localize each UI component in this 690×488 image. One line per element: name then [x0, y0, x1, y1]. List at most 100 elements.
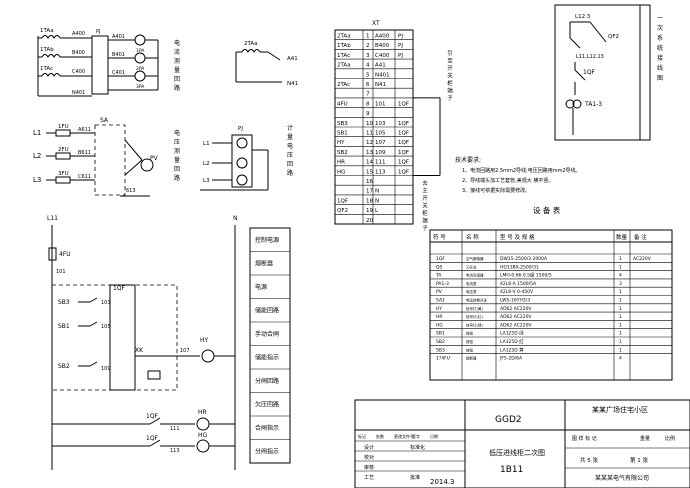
breaker-label: TA1-3	[584, 101, 602, 108]
wire	[267, 51, 281, 61]
notes-title: 技术要求:	[455, 156, 481, 164]
xt-cell: 2TAc	[337, 82, 350, 88]
pin-label: 2PA	[136, 66, 145, 72]
eq-cell: LA125D 黄	[500, 346, 524, 353]
eq-cell: 4	[619, 273, 622, 279]
eq-header: 符 号	[433, 233, 446, 241]
eq-cell: AD62 AC220V	[500, 314, 532, 320]
sb-label: SB2	[58, 363, 70, 370]
xt-cell: 1QF	[398, 121, 409, 127]
fuse-icon	[55, 176, 71, 184]
eq-cell: 按钮	[466, 339, 474, 344]
qf-box	[51, 284, 178, 391]
wire-label: C400	[72, 69, 85, 75]
wire-label: B611	[78, 150, 91, 156]
eq-cell: 3	[619, 281, 622, 287]
qf-contact-label: 1QF	[146, 435, 159, 442]
meter-pj-label: PJ	[238, 126, 243, 132]
notes-line: 2、导线端头加工艺套管,美观大 横平竖。	[462, 177, 553, 184]
breaker-frame	[554, 4, 651, 141]
fuse-icon	[55, 152, 71, 160]
eq-cell: 按钮	[466, 331, 474, 336]
node-label: 107	[180, 348, 190, 354]
ammeter-icon	[134, 34, 146, 46]
eq-cell: 电流互感器	[466, 273, 484, 278]
sign-header: 处数	[376, 433, 384, 439]
function-label: 合闸指示	[255, 424, 279, 432]
xt-cell: PJ	[398, 43, 403, 49]
notes-line: 3、接线可依据实际需要修改。	[462, 187, 530, 194]
wire	[124, 139, 143, 161]
ct-label: 1TAc	[40, 66, 53, 72]
lamp-hy-icon	[201, 349, 215, 363]
xt-cell: 1TAc	[337, 53, 350, 59]
xt-cell: 1QF	[398, 140, 409, 146]
xt-cell: 1QF	[398, 160, 409, 166]
xt-cell: 13	[366, 150, 373, 156]
xt-cell: L	[375, 208, 379, 214]
drawing-no: 1B11	[500, 465, 523, 475]
project-name: 某某广场住宅小区	[592, 405, 648, 414]
wire	[574, 69, 586, 81]
xt-cell: HG	[337, 169, 345, 175]
pin-label: 3PA	[136, 84, 145, 90]
eq-cell: 电压转换开关	[466, 298, 487, 303]
voltmeter-icon	[140, 158, 154, 172]
meter-line-label: L3	[203, 178, 210, 184]
ct-vertical-title: 电流测量回路	[174, 39, 180, 92]
xt-cell: HR	[337, 160, 345, 166]
eq-cell: 空气断路器	[466, 256, 484, 261]
breaker-label: L11,L12.13	[576, 54, 604, 60]
meter-vertical-title: 计量电压回路	[287, 124, 293, 177]
sa-label: SA	[100, 117, 109, 124]
xt-cell: A400	[375, 34, 390, 40]
eq-cell: 1?4FU	[436, 356, 450, 362]
eq-cell: 信号灯(黄)	[466, 306, 483, 311]
wire-label: A611	[78, 127, 91, 133]
equipment-table	[429, 229, 673, 381]
eq-cell: PV	[436, 289, 443, 295]
eq-cell: HD13BX-2500/31	[500, 264, 539, 270]
eq-header: 名 称	[466, 233, 479, 241]
eq-header: 型 号 及 规 格	[500, 233, 535, 241]
breaker-label: QF2	[608, 34, 619, 40]
scale-label: 比例	[665, 435, 675, 442]
terminal-block	[91, 35, 109, 95]
function-label: 电源	[255, 283, 267, 291]
xt-cell: 1QF	[398, 150, 409, 156]
fuse-label: 1FU	[58, 124, 69, 130]
wire-label: A401	[112, 34, 125, 40]
qf-label: 1QF	[113, 285, 126, 292]
xk-label: XK	[135, 347, 144, 354]
function-label: 储能回路	[255, 307, 279, 315]
eq-cell: 4	[619, 356, 622, 362]
eq-cell: AD62 AC220V	[500, 322, 532, 328]
xt-cell: 1QF	[337, 198, 348, 204]
role-label: 工艺	[364, 475, 374, 481]
wire	[149, 417, 161, 425]
voltage-vertical-title: 电压测量回路	[174, 129, 180, 182]
eq-cell: LA125D 绿	[500, 330, 524, 337]
xt-cell: SB1	[337, 131, 348, 137]
wire	[149, 439, 161, 447]
xt-cell: 109	[375, 150, 386, 156]
ammeter-icon	[134, 52, 146, 64]
eq-cell: 1	[619, 347, 622, 353]
sign-header: 签字	[412, 433, 420, 439]
meter-line-label: L2	[203, 161, 210, 167]
xt-cell: 4	[366, 63, 370, 69]
wire	[569, 37, 581, 49]
node-label: 111	[170, 426, 180, 432]
xt-cell: 19	[366, 208, 373, 214]
meter-coil-icon	[236, 157, 248, 169]
xt-cell: 1QF	[398, 131, 409, 137]
breaker-vertical-title: 一次系统接线图	[657, 15, 663, 82]
eq-cell: 信号灯(红)	[466, 314, 483, 319]
fuse-label: 2FU	[58, 147, 69, 153]
eq-header: 备 注	[634, 233, 647, 241]
node-label: 105	[101, 324, 111, 330]
sign-header: 更改文件号	[394, 433, 414, 439]
lamp-label: HR	[198, 409, 207, 416]
function-label: 储能指示	[255, 354, 279, 362]
